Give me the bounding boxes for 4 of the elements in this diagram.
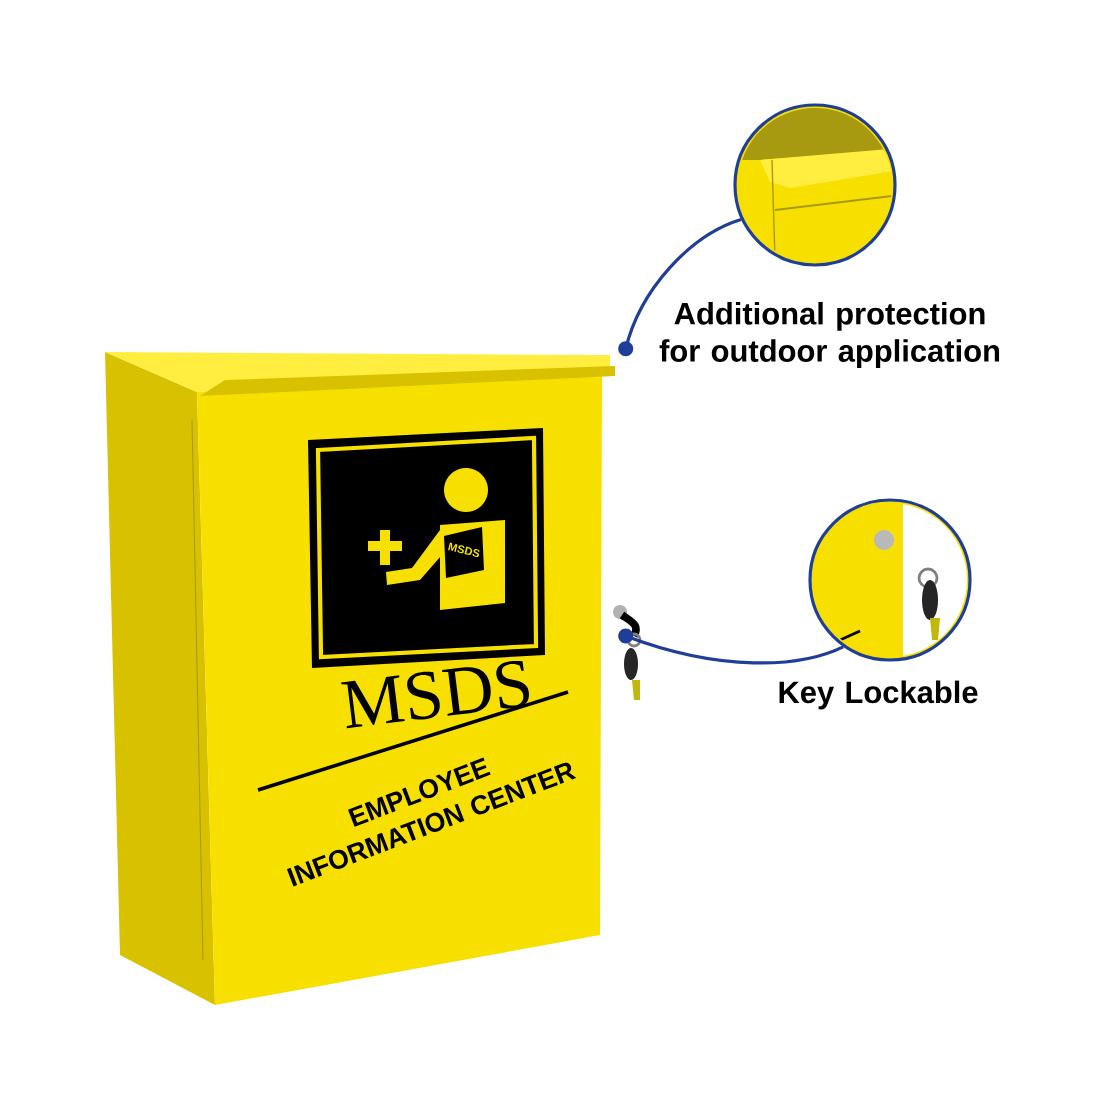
leader-line xyxy=(618,628,844,665)
callout-text: Key Lockable xyxy=(779,680,978,710)
callout-text: Additional protection for outdoor application xyxy=(659,301,1000,368)
leader-line xyxy=(618,218,742,357)
